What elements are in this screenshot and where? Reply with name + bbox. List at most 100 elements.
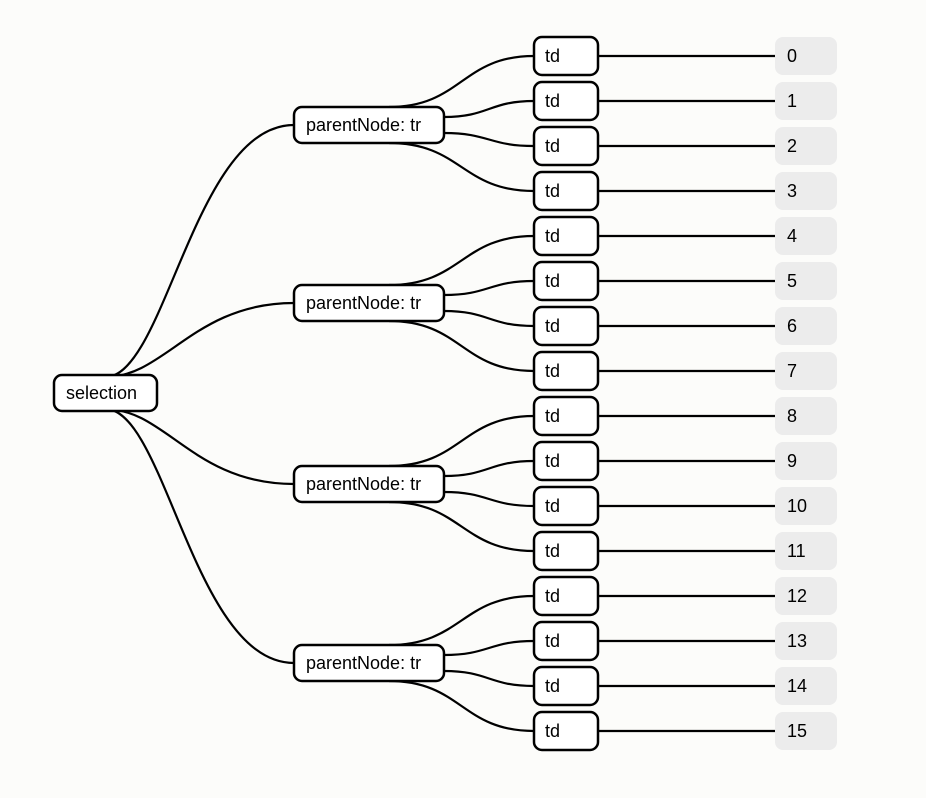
data-value-box xyxy=(775,487,837,525)
tree-links xyxy=(105,54,775,733)
data-value-box xyxy=(775,127,837,165)
data-value-box xyxy=(775,172,837,210)
td-node-9-label: td xyxy=(545,451,560,471)
tr-node-1-box xyxy=(292,283,446,323)
td-node-11: td xyxy=(532,530,600,572)
td-node-13-box xyxy=(532,620,600,662)
link-tr-3-to-td-12 xyxy=(388,594,535,647)
td-node-1-label: td xyxy=(545,91,560,111)
data-value-0: 0 xyxy=(775,37,837,75)
link-selection-to-tr-3 xyxy=(105,407,295,665)
td-node-10-label: td xyxy=(545,496,560,516)
data-value-9: 9 xyxy=(775,442,837,480)
td-node-6-label: td xyxy=(545,316,560,336)
td-node-14: td xyxy=(532,665,600,707)
link-tr-3-to-td-13 xyxy=(443,639,535,657)
data-value-label: 8 xyxy=(787,406,797,426)
link-tr-1-to-td-4 xyxy=(388,234,535,287)
td-node-6: td xyxy=(532,305,600,347)
link-tr-1-to-td-6 xyxy=(443,309,535,328)
selection-node-label: selection xyxy=(66,383,137,403)
td-node-12: td xyxy=(532,575,600,617)
td-node-7-label: td xyxy=(545,361,560,381)
td-node-14-label: td xyxy=(545,676,560,696)
data-value-box xyxy=(775,307,837,345)
data-value-6: 6 xyxy=(775,307,837,345)
tr-node-0-label: parentNode: tr xyxy=(306,115,421,135)
tr-node-0: parentNode: tr xyxy=(292,105,446,145)
data-value-label: 9 xyxy=(787,451,797,471)
selection-node: selection xyxy=(52,373,159,413)
link-tr-2-to-td-10 xyxy=(443,490,535,508)
td-node-4-box xyxy=(532,215,600,257)
link-tr-2-to-td-8 xyxy=(388,414,535,468)
td-node-2: td xyxy=(532,125,600,167)
data-value-label: 2 xyxy=(787,136,797,156)
td-node-9-box xyxy=(532,440,600,482)
td-node-13-label: td xyxy=(545,631,560,651)
data-value-label: 15 xyxy=(787,721,807,741)
data-value-label: 7 xyxy=(787,361,797,381)
data-value-15: 15 xyxy=(775,712,837,750)
link-tr-0-to-td-2 xyxy=(443,131,535,148)
link-selection-to-tr-2 xyxy=(105,407,295,486)
data-value-1: 1 xyxy=(775,82,837,120)
td-node-14-box xyxy=(532,665,600,707)
data-value-14: 14 xyxy=(775,667,837,705)
link-selection-to-tr-1 xyxy=(105,301,295,379)
td-node-1: td xyxy=(532,80,600,122)
data-value-label: 1 xyxy=(787,91,797,111)
link-tr-0-to-td-0 xyxy=(388,54,535,109)
data-value-label: 3 xyxy=(787,181,797,201)
td-node-15: td xyxy=(532,710,600,752)
data-value-7: 7 xyxy=(775,352,837,390)
link-tr-3-to-td-14 xyxy=(443,669,535,688)
data-value-box xyxy=(775,217,837,255)
td-node-13: td xyxy=(532,620,600,662)
data-value-box xyxy=(775,712,837,750)
td-node-0-box xyxy=(532,35,600,77)
data-value-label: 12 xyxy=(787,586,807,606)
td-node-7: td xyxy=(532,350,600,392)
td-node-4: td xyxy=(532,215,600,257)
td-node-6-box xyxy=(532,305,600,347)
tr-node-0-box xyxy=(292,105,446,145)
data-value-label: 4 xyxy=(787,226,797,246)
tr-node-2: parentNode: tr xyxy=(292,464,446,504)
data-value-10: 10 xyxy=(775,487,837,525)
data-value-box xyxy=(775,352,837,390)
tr-node-3-label: parentNode: tr xyxy=(306,653,421,673)
data-value-12: 12 xyxy=(775,577,837,615)
data-value-label: 14 xyxy=(787,676,807,696)
link-tr-0-to-td-1 xyxy=(443,99,535,119)
data-value-label: 13 xyxy=(787,631,807,651)
td-node-0: td xyxy=(532,35,600,77)
td-node-15-label: td xyxy=(545,721,560,741)
tr-node-2-box xyxy=(292,464,446,504)
data-value-box xyxy=(775,622,837,660)
td-node-7-box xyxy=(532,350,600,392)
tr-node-1: parentNode: tr xyxy=(292,283,446,323)
data-value-box xyxy=(775,532,837,570)
data-value-3: 3 xyxy=(775,172,837,210)
data-value-8: 8 xyxy=(775,397,837,435)
link-tr-0-to-td-3 xyxy=(388,141,535,193)
td-node-5: td xyxy=(532,260,600,302)
td-node-8: td xyxy=(532,395,600,437)
data-value-label: 11 xyxy=(787,541,806,561)
data-value-label: 0 xyxy=(787,46,797,66)
td-node-5-box xyxy=(532,260,600,302)
td-node-9: td xyxy=(532,440,600,482)
data-value-box xyxy=(775,37,837,75)
td-node-1-box xyxy=(532,80,600,122)
td-node-8-box xyxy=(532,395,600,437)
data-value-13: 13 xyxy=(775,622,837,660)
td-node-3-label: td xyxy=(545,181,560,201)
data-value-4: 4 xyxy=(775,217,837,255)
td-node-2-label: td xyxy=(545,136,560,156)
td-node-0-label: td xyxy=(545,46,560,66)
data-value-box xyxy=(775,577,837,615)
data-value-5: 5 xyxy=(775,262,837,300)
td-node-4-label: td xyxy=(545,226,560,246)
